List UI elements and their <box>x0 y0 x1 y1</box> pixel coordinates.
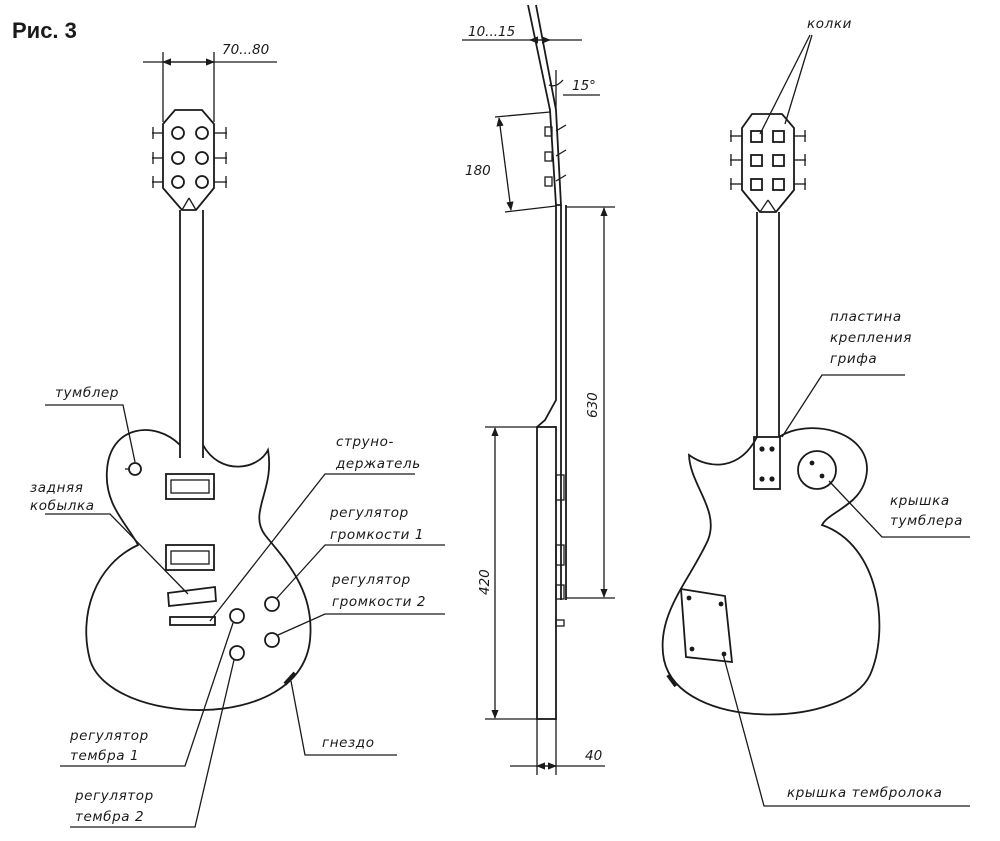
side-body <box>536 426 557 720</box>
dim-body-length: 420 <box>477 569 493 595</box>
front-tuner-pegs <box>152 126 227 189</box>
label-neck-plate-2: крепления <box>830 330 912 346</box>
side-neck <box>536 205 557 428</box>
side-headstock <box>527 4 562 206</box>
label-tailpiece-2: держатель <box>335 456 421 472</box>
front-body <box>85 429 312 711</box>
label-volume-1b: громкости 1 <box>330 527 424 543</box>
label-jack: гнездо <box>322 735 375 751</box>
dim-scale-length: 630 <box>585 392 601 418</box>
dim-body-thickness: 40 <box>585 748 602 764</box>
side-view: 10...15 15° 180 630 420 40 <box>462 4 615 775</box>
label-tone-1b: тембра 1 <box>70 748 139 764</box>
label-tuners: колки <box>807 16 852 32</box>
label-neck-plate-3: грифа <box>830 351 877 367</box>
label-tone-2a: регулятор <box>74 788 154 804</box>
label-volume-2a: регулятор <box>331 572 411 588</box>
label-tone-2b: тембра 2 <box>75 809 144 825</box>
dim-head-length: 180 <box>465 163 491 179</box>
label-toggle-cover-2: тумблера <box>890 513 963 529</box>
label-toggle: тумблер <box>55 385 119 401</box>
dim-head-width: 70...80 <box>222 42 269 58</box>
front-headstock <box>162 109 215 211</box>
label-volume-2b: громкости 2 <box>332 594 426 610</box>
back-view: колки пластина крепления грифа крышка ту… <box>661 16 970 807</box>
dim-tip-offset: 10...15 <box>468 24 515 40</box>
label-rear-pickup-1: задняя <box>30 480 83 496</box>
label-tone-1a: регулятор <box>69 728 149 744</box>
label-tailpiece-1: струно- <box>336 434 394 450</box>
dim-head-angle: 15° <box>572 78 596 94</box>
label-toggle-cover-1: крышка <box>890 493 950 509</box>
front-view: 70...80 <box>30 42 445 828</box>
label-tone-block-cover: крышка тембролока <box>787 785 942 801</box>
label-volume-1a: регулятор <box>329 505 409 521</box>
figure-title: Рис. 3 <box>12 18 77 43</box>
label-rear-pickup-2: кобылка <box>30 498 95 514</box>
back-tuner-pegs <box>730 130 806 191</box>
back-headstock <box>741 113 795 213</box>
label-neck-plate-1: пластина <box>830 309 902 325</box>
back-body <box>661 427 881 716</box>
